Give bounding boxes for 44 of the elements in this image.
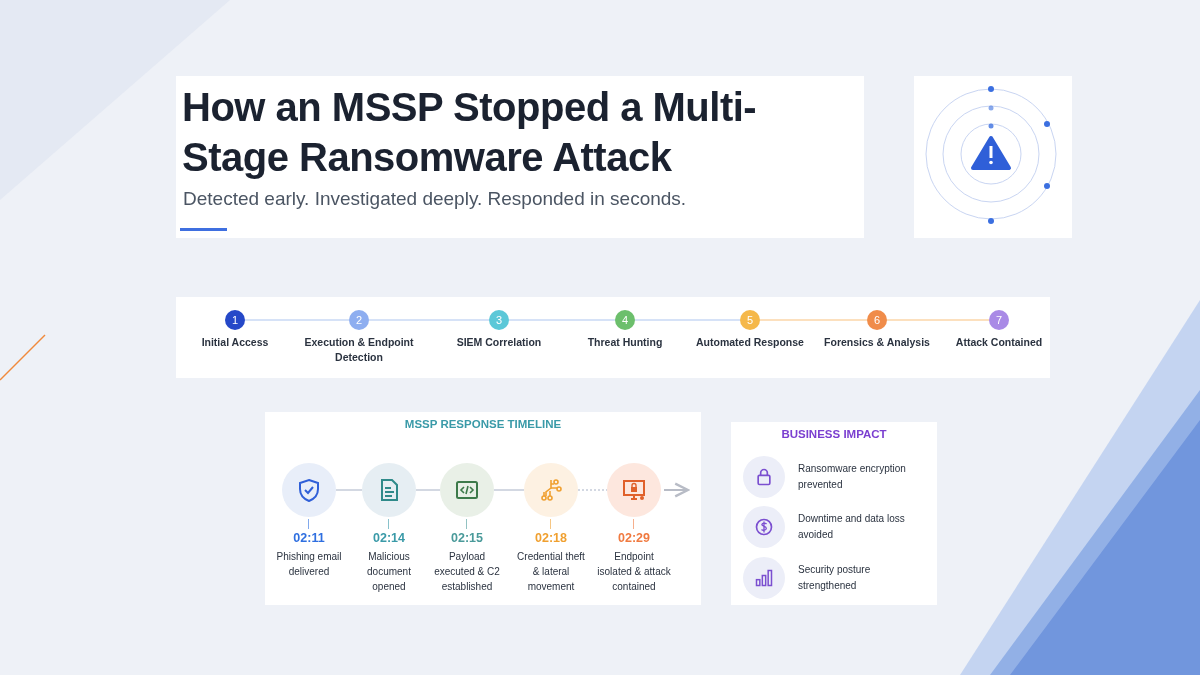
- connector-line: [368, 319, 490, 321]
- step-label: Forensics & Analysis: [823, 335, 931, 350]
- impact-text: Security posture strengthened: [798, 563, 872, 593]
- connector-line: [886, 319, 990, 321]
- impact-text: Downtime and data loss avoided: [798, 512, 906, 542]
- connector-line: [244, 319, 350, 321]
- connector-line: [415, 489, 441, 491]
- panel-heading: MSSP RESPONSE TIMELINE: [403, 418, 563, 430]
- step-number: 7: [995, 314, 1003, 326]
- step-label: Attack Contained: [954, 335, 1044, 350]
- connector-line: [577, 489, 608, 491]
- step-number: 1: [231, 314, 239, 326]
- step-label: SIEM Correlation: [455, 335, 543, 350]
- arrow: [663, 482, 690, 498]
- event-description: Credential theft & lateral movement: [516, 550, 586, 594]
- time-label: 02:18: [534, 531, 568, 546]
- step-number: 3: [495, 314, 503, 326]
- connector-line: [634, 319, 741, 321]
- step-number: 6: [873, 314, 881, 326]
- step-label: Initial Access: [200, 335, 270, 350]
- event-description: Malicious document opened: [366, 550, 412, 594]
- step-number: 5: [746, 314, 754, 326]
- time-label: 02:11: [292, 531, 326, 546]
- title: How an MSSP Stopped a Multi-Stage Ransomware Attack: [182, 84, 758, 181]
- time-label: 02:29: [617, 531, 651, 546]
- connector-line: [493, 489, 525, 491]
- event-description: Phishing email delivered: [275, 550, 343, 579]
- time-label: 02:14: [372, 531, 406, 546]
- impact-text: Ransomware encryption prevented: [798, 462, 907, 492]
- time-label: 02:15: [450, 531, 484, 546]
- step-label: Threat Hunting: [586, 335, 664, 350]
- connector-line: [759, 319, 868, 321]
- step-label: Execution & Endpoint Detection: [303, 335, 415, 365]
- step-number: 2: [355, 314, 363, 326]
- panel: [731, 422, 937, 605]
- event-description: Endpoint isolated & attack contained: [596, 550, 672, 594]
- connector-line: [508, 319, 616, 321]
- event-description: Payload executed & C2 established: [433, 550, 501, 594]
- subtitle: Detected early. Investigated deeply. Responded in seconds.: [183, 188, 687, 210]
- connector-line: [335, 489, 363, 491]
- step-label: Automated Response: [695, 335, 805, 350]
- panel: [265, 412, 701, 605]
- step-number: 4: [621, 314, 629, 326]
- panel-heading: BUSINESS IMPACT: [780, 428, 888, 440]
